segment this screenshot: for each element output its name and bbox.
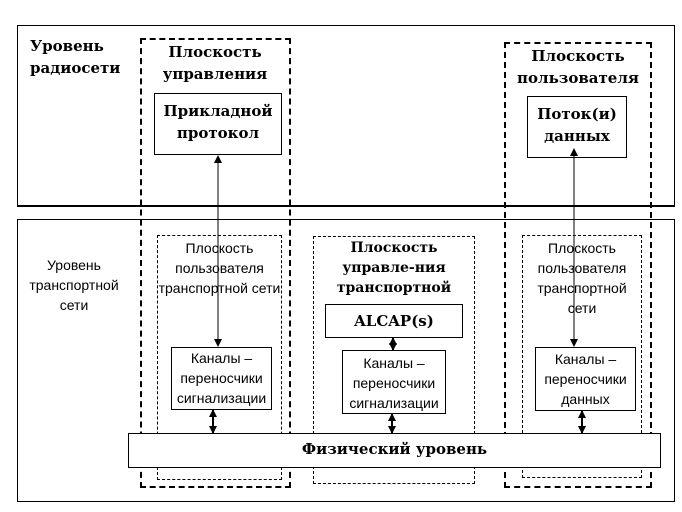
application-protocol-box: Прикладной протокол [154, 93, 282, 155]
physical-layer-box: Физический уровень [128, 433, 661, 468]
control-plane-title: Плоскость управления [162, 43, 268, 83]
transport-network-layer-label: Уровень транспортной сети [29, 257, 119, 313]
transport-control-plane-box [313, 236, 475, 484]
signaling-bearers-left-box: Каналы – переносчики сигнализации [171, 347, 272, 410]
transport-user-plane-right-box [522, 235, 642, 478]
control-plane-box [140, 38, 291, 488]
alcap-box: ALCAP(s) [325, 304, 463, 338]
data-streams-box: Поток(и) данных [527, 96, 627, 158]
radio-network-layer-label: Уровень радиосети [30, 37, 121, 77]
user-plane-title: Плоскость пользователя [517, 47, 639, 87]
transport-user-plane-right-title: Плоскость пользователя транспортной сети [537, 240, 627, 316]
transport-control-plane-title: Плоскость управле-ния транспортной сетью [336, 240, 452, 316]
data-bearers-box: Каналы – переносчики данных [535, 347, 636, 411]
transport-network-layer-box [17, 219, 675, 502]
user-plane-box [504, 42, 652, 488]
signaling-bearers-middle-box: Каналы – переносчики сигнализации [342, 350, 446, 414]
